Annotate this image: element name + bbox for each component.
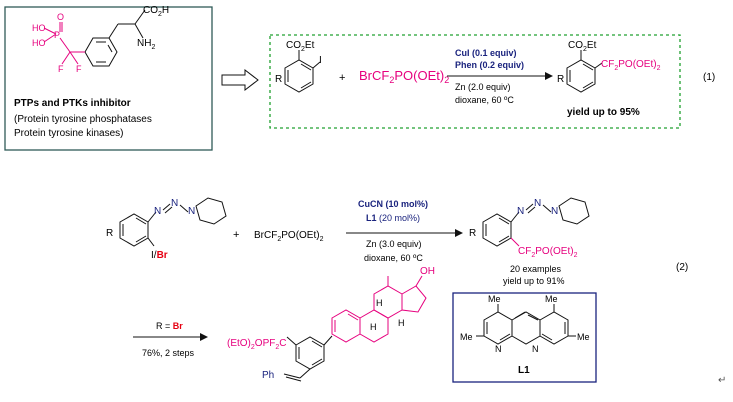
eq2-reagent: BrCF2PO(OEt)2 bbox=[254, 230, 324, 243]
eq3-phenyl-label: Ph bbox=[262, 370, 274, 381]
eq3-hydroxyl-label: OH bbox=[420, 266, 435, 277]
eq2-yield: yield up to 91% bbox=[503, 276, 565, 286]
carboxylic-acid-label: CO2H bbox=[143, 5, 169, 18]
eq2-starting-material bbox=[119, 197, 227, 247]
ligand-n-1: N bbox=[495, 344, 502, 354]
eq1-cond-4: dioxane, 60 ºC bbox=[455, 95, 514, 105]
eq2-product bbox=[482, 197, 590, 247]
equation-2: R N N N I/Br + BrCF2PO(OEt)2 CuCN (10 mo… bbox=[106, 197, 590, 286]
box1-title: PTPs and PTKs inhibitor bbox=[14, 98, 131, 109]
eq2-prod-n1: N bbox=[517, 206, 524, 217]
eq1-reagent: BrCF2PO(OEt)2 bbox=[359, 68, 449, 85]
hollow-arrow bbox=[221, 68, 259, 92]
ligand-box: Me Me Me Me N N L1 bbox=[452, 292, 597, 383]
eq2-arrow bbox=[346, 229, 463, 237]
eq1-arrow bbox=[447, 72, 553, 80]
eq1-product bbox=[566, 50, 603, 93]
eq1-starting-material bbox=[284, 50, 321, 93]
eq2-plus: + bbox=[233, 229, 239, 241]
eq2-cond-4: dioxane, 60 ºC bbox=[364, 253, 423, 263]
eq2-cond-1: CuCN (10 mol%) bbox=[358, 199, 428, 209]
eq3-h2-label: H bbox=[398, 318, 405, 328]
eq2-prod-n2: N bbox=[534, 198, 541, 209]
eq1-yield: yield up to 95% bbox=[567, 107, 640, 118]
equation-3: R = Br 76%, 2 steps (EtO)2O bbox=[133, 266, 435, 382]
ligand-me-2: Me bbox=[460, 332, 473, 342]
fluorine-2-label: F bbox=[76, 64, 82, 74]
eq1-plus: + bbox=[339, 72, 345, 84]
ho-top-label: HO bbox=[32, 23, 46, 33]
eq2-number: (2) bbox=[676, 262, 688, 273]
eq2-prod-n3: N bbox=[551, 206, 558, 217]
eq1-cond-1: CuI (0.1 equiv) bbox=[455, 48, 517, 58]
eq2-cond-3: Zn (3.0 equiv) bbox=[366, 239, 422, 249]
eq1-prod-r-label: R bbox=[557, 74, 564, 85]
ligand-n-2: N bbox=[532, 344, 539, 354]
eq1-cond-2: Phen (0.2 equiv) bbox=[455, 60, 524, 70]
equation-1-box: CO2Et I R + BrCF2PO(OEt)2 CuI (0.1 equiv… bbox=[269, 34, 681, 129]
eq3-product bbox=[283, 275, 427, 382]
box1-line1: (Protein tyrosine phosphatases bbox=[14, 114, 152, 125]
eq2-examples: 20 examples bbox=[510, 264, 562, 274]
eq1-cond-3: Zn (2.0 equiv) bbox=[455, 82, 511, 92]
eq1-sm-r-label: R bbox=[275, 74, 282, 85]
eq1-sm-ester-label: CO2Et bbox=[286, 40, 315, 53]
ligand-structure bbox=[476, 304, 576, 345]
eq2-sm-halide-label: I/Br bbox=[151, 250, 168, 261]
ligand-label: L1 bbox=[518, 365, 530, 376]
eq2-prod-cf2-label: CF2PO(OEt)2 bbox=[518, 246, 578, 259]
eq3-h3-label: H bbox=[370, 322, 377, 332]
eq3-cond-r: R = Br bbox=[156, 321, 183, 331]
inhibitor-molecule bbox=[43, 9, 146, 67]
ligand-me-4: Me bbox=[577, 332, 590, 342]
eq2-sm-n1: N bbox=[154, 206, 161, 217]
box1-line2: Protein tyrosine kinases) bbox=[14, 128, 124, 139]
return-mark: ↵ bbox=[718, 375, 726, 386]
eq3-cond-yield: 76%, 2 steps bbox=[142, 348, 195, 358]
eq1-number: (1) bbox=[703, 72, 715, 83]
eq2-prod-r-label: R bbox=[469, 228, 476, 239]
inhibitor-box: HO HO P O F F CO2H NH2 PTPs and PTKs inh… bbox=[4, 5, 213, 151]
eq2-sm-n3: N bbox=[188, 206, 195, 217]
eq2-sm-r-label: R bbox=[106, 228, 113, 239]
eq1-sm-iodo-label: I bbox=[319, 55, 322, 66]
eq3-group-label: (EtO)2OPF2C bbox=[227, 338, 287, 351]
eq3-h1-label: H bbox=[376, 298, 383, 308]
eq1-prod-cf2-label: CF2PO(OEt)2 bbox=[601, 59, 661, 72]
fluorine-1-label: F bbox=[58, 64, 64, 74]
oxygen-label: O bbox=[57, 12, 64, 22]
ho-bottom-label: HO bbox=[32, 38, 46, 48]
eq3-arrow bbox=[133, 333, 208, 341]
amine-label: NH2 bbox=[137, 38, 155, 51]
ligand-me-3: Me bbox=[545, 294, 558, 304]
eq2-sm-n2: N bbox=[171, 198, 178, 209]
ligand-me-1: Me bbox=[488, 294, 501, 304]
eq1-prod-ester-label: CO2Et bbox=[568, 40, 597, 53]
phosphorus-label: P bbox=[54, 30, 60, 40]
eq2-cond-2: L1 (20 mol%) bbox=[366, 213, 420, 223]
